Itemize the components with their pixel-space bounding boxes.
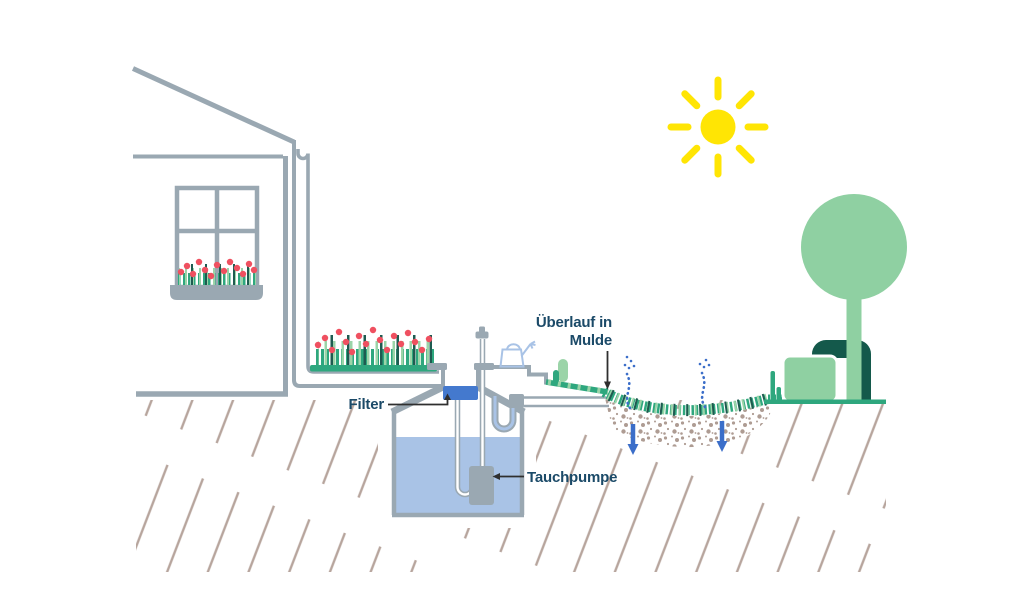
garden-box-icon <box>781 354 839 404</box>
submersible-pump-icon <box>469 466 494 505</box>
flower-red-dots <box>177 258 258 280</box>
infiltration-arrow-icon <box>627 421 728 455</box>
overflow-label-line2: Mulde <box>570 332 612 349</box>
swale-icon <box>601 355 772 455</box>
gravel-icon <box>605 398 772 448</box>
gutter-hook <box>296 149 439 374</box>
filter-leader-arrow <box>388 400 449 406</box>
lawn-ground-line <box>764 399 886 404</box>
cistern-icon <box>390 326 609 518</box>
watering-can-icon <box>499 340 536 368</box>
right-garden <box>764 194 907 404</box>
house-icon <box>131 66 296 397</box>
filter-icon <box>443 386 478 400</box>
evaporation-dots-icon <box>623 355 711 410</box>
annotations: Filter Tauchpumpe Überlauf in Mulde <box>349 314 618 486</box>
sprout-icon <box>770 371 775 403</box>
roof-line <box>131 66 296 145</box>
sun-icon <box>667 76 769 178</box>
garden-tap-icon <box>475 326 489 339</box>
left-shoulder <box>390 383 445 416</box>
flower-red-dots <box>314 326 433 356</box>
overflow-label-line1: Überlauf in <box>536 314 612 331</box>
tree-trunk <box>846 292 862 403</box>
swale-grass <box>601 386 769 417</box>
tree-canopy <box>801 194 907 300</box>
grass-strip <box>310 326 437 372</box>
flower-box-icon <box>170 285 263 300</box>
pump-label: Tauchpumpe <box>527 469 617 486</box>
sprout-icon <box>776 387 781 403</box>
flower-box-flowers <box>177 258 258 286</box>
grass-baseline <box>310 365 437 372</box>
bush-icon <box>558 359 568 382</box>
pipe-coupling <box>509 394 524 408</box>
filter-label: Filter <box>349 396 385 413</box>
slope-to-swale <box>545 359 609 395</box>
overflow-pipe-icon <box>524 396 609 408</box>
tree-icon <box>801 194 907 403</box>
downpipe-icon <box>292 140 441 388</box>
